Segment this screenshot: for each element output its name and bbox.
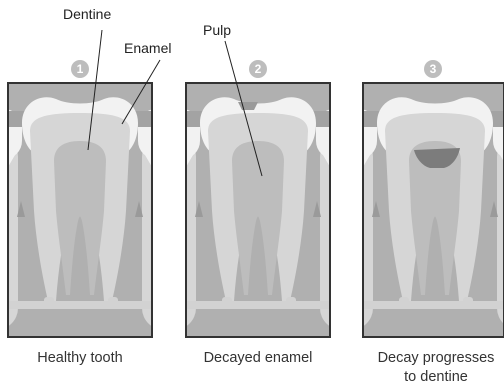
panel-decay-dentine — [325, 83, 504, 337]
panel-healthy-tooth — [0, 83, 190, 337]
caption-decayed-enamel: Decayed enamel — [204, 350, 313, 366]
number-badge-1: 1 — [71, 60, 89, 78]
caption-decay-line2: to dentine — [404, 369, 468, 385]
number-text-3: 3 — [430, 62, 437, 76]
caption-healthy-tooth: Healthy tooth — [37, 350, 122, 366]
pulp-label: Pulp — [203, 22, 231, 38]
number-text-1: 1 — [77, 62, 84, 76]
panel-decayed-enamel — [148, 83, 368, 337]
number-badge-3: 3 — [424, 60, 442, 78]
dentine-label: Dentine — [63, 6, 111, 22]
number-badge-2: 2 — [249, 60, 267, 78]
number-text-2: 2 — [255, 62, 262, 76]
enamel-label: Enamel — [124, 40, 171, 56]
caption-decay-line1: Decay progresses — [378, 350, 495, 366]
